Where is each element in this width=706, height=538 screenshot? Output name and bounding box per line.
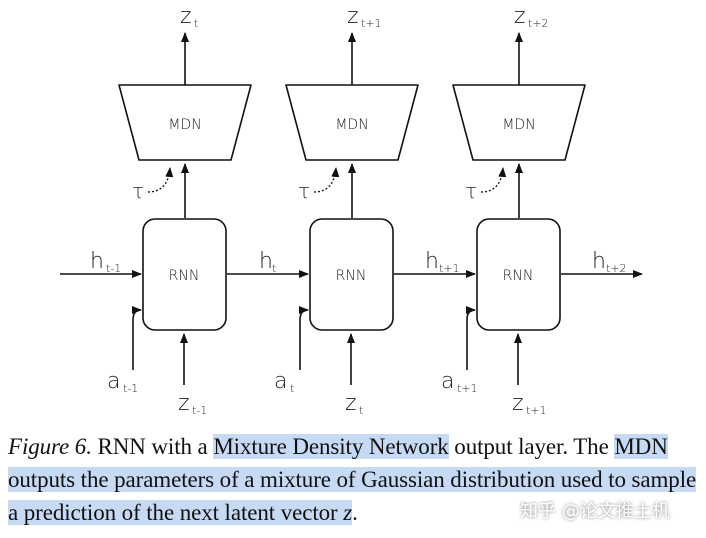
z-in-label-3: z xyxy=(512,391,524,416)
caption-highlight-1: Mixture Density Network xyxy=(213,434,449,459)
h-label-2: h xyxy=(259,249,273,274)
figure-caption: Figure 6. RNN with a Mixture Density Net… xyxy=(8,430,700,529)
h-label-1: h xyxy=(90,249,104,274)
h-sub-3: t+1 xyxy=(439,262,460,275)
h-sub-2: t xyxy=(272,262,276,275)
tau-arrow-1 xyxy=(147,167,174,193)
rnn-mdn-diagram: z t MDN τ RNN a t-1 z t-1 z t+1 MDN τ RN… xyxy=(60,4,643,417)
caption-text-1: RNN with a xyxy=(91,434,214,459)
mdn-box-1 xyxy=(118,84,252,161)
caption-highlight-2-var: z xyxy=(343,500,353,525)
rnn-label-1: RNN xyxy=(169,268,200,284)
watermark: 知乎 @论文推土机 xyxy=(520,501,670,522)
h-sub-1: t-1 xyxy=(106,262,121,275)
arrow-a-to-rnn-1 xyxy=(131,306,142,370)
z-in-sub-1: t-1 xyxy=(192,404,207,417)
rnn-box-2 xyxy=(309,218,394,331)
z-out-label-2: z xyxy=(347,4,359,29)
column-2: z t+1 MDN τ RNN a t z t xyxy=(274,4,419,417)
z-out-label-1: z xyxy=(180,4,192,29)
z-out-sub-3: t+2 xyxy=(528,17,549,30)
h-label-4: h xyxy=(592,249,606,274)
a-sub-1: t-1 xyxy=(123,382,138,395)
mdn-label-3: MDN xyxy=(502,117,535,133)
tau-label-2: τ xyxy=(298,179,310,203)
z-in-label-2: z xyxy=(345,391,357,416)
arrow-a-to-rnn-3 xyxy=(465,306,476,370)
z-in-sub-3: t+1 xyxy=(526,404,547,417)
mdn-box-3 xyxy=(452,84,586,161)
h-sub-4: t+2 xyxy=(606,262,627,275)
hidden-state-flow: h t-1 h t h t+1 h t+2 xyxy=(60,249,643,278)
a-sub-3: t+1 xyxy=(457,382,478,395)
a-label-3: a xyxy=(441,369,454,394)
z-in-sub-2: t xyxy=(359,404,363,417)
mdn-label-1: MDN xyxy=(168,117,201,133)
arrow-a-to-rnn-2 xyxy=(298,306,309,370)
column-1: z t MDN τ RNN a t-1 z t-1 xyxy=(107,4,252,417)
z-out-sub-2: t+1 xyxy=(361,17,382,30)
z-out-sub-1: t xyxy=(194,17,198,30)
a-label-2: a xyxy=(274,369,287,394)
a-label-1: a xyxy=(107,369,120,394)
h-label-3: h xyxy=(425,249,439,274)
tau-arrow-2 xyxy=(313,167,340,193)
tau-label-1: τ xyxy=(132,179,144,203)
a-sub-2: t xyxy=(290,382,294,395)
column-3: z t+2 MDN τ RNN a t+1 z t+1 xyxy=(441,4,586,417)
caption-text-2: output layer. The xyxy=(448,434,615,459)
mdn-label-2: MDN xyxy=(335,117,368,133)
rnn-box-3 xyxy=(476,218,561,331)
figure-label: Figure 6. xyxy=(8,434,92,459)
tau-arrow-3 xyxy=(480,167,507,193)
rnn-label-2: RNN xyxy=(336,268,367,284)
rnn-label-3: RNN xyxy=(503,268,534,284)
rnn-box-1 xyxy=(142,218,227,331)
z-in-label-1: z xyxy=(178,391,190,416)
tau-label-3: τ xyxy=(465,179,477,203)
z-out-label-3: z xyxy=(514,4,526,29)
caption-text-3: . xyxy=(352,500,358,525)
mdn-box-2 xyxy=(285,84,419,161)
